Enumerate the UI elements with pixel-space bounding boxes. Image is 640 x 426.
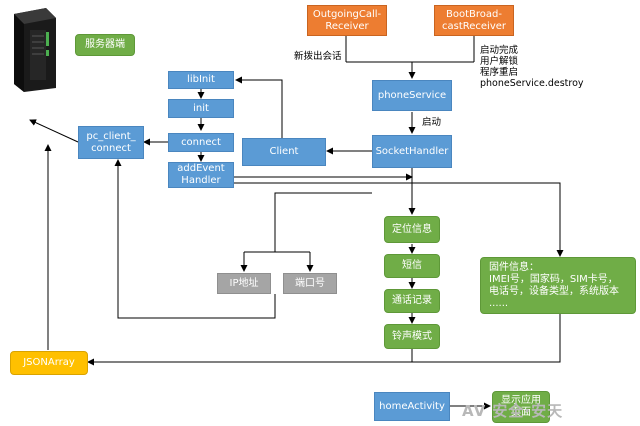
port-number-node: 端口号: [283, 273, 337, 294]
json-array-node: JSONArray: [10, 351, 88, 375]
show-app-page-node: 显示应用 页面: [492, 391, 550, 423]
add-event-handler-node: addEvent Handler: [168, 162, 234, 188]
add-event-handler-label: addEvent Handler: [177, 163, 225, 186]
outgoing-call-receiver: OutgoingCall- Receiver: [307, 5, 387, 36]
pc-client-connect-node: pc_client_ connect: [78, 126, 144, 159]
firmware-info-label: 固件信息： IMEI号，国家码，SIM卡号， 电话号，设备类型，系统版本 ...…: [489, 261, 619, 309]
watermark-logo: AV 安全·安天: [462, 402, 564, 420]
ringtone-mode-node: 铃声模式: [384, 324, 440, 349]
server-side-label: 服务器端: [75, 34, 135, 56]
location-info-node: 定位信息: [384, 216, 440, 243]
connect-node: connect: [168, 133, 234, 152]
init-node: init: [168, 99, 234, 118]
start-label: 启动: [422, 117, 442, 128]
boot-events-label: 启动完成 用户解锁 程序重启 phoneService.destroy: [480, 45, 584, 89]
boot-broadcast-receiver-label: BootBroad- castReceiver: [441, 8, 507, 32]
firmware-info-node: 固件信息： IMEI号，国家码，SIM卡号， 电话号，设备类型，系统版本 ...…: [480, 257, 636, 314]
socket-handler-node: SocketHandler: [372, 135, 452, 168]
sms-node: 短信: [384, 254, 440, 278]
ip-address-node: IP地址: [217, 273, 271, 294]
server-icon: [6, 8, 58, 92]
show-app-page-label: 显示应用 页面: [501, 395, 541, 418]
boot-broadcast-receiver: BootBroad- castReceiver: [434, 5, 514, 36]
home-activity-node: homeActivity: [374, 392, 450, 421]
phone-service-node: phoneService: [372, 80, 452, 111]
new-outgoing-call-label: 新拨出会话: [294, 51, 342, 62]
outgoing-call-receiver-label: OutgoingCall- Receiver: [312, 8, 382, 32]
client-node: Client: [242, 138, 326, 166]
pc-client-connect-label: pc_client_ connect: [86, 130, 136, 154]
call-log-node: 通话记录: [384, 289, 440, 313]
libinit-node: libInit: [168, 71, 234, 89]
